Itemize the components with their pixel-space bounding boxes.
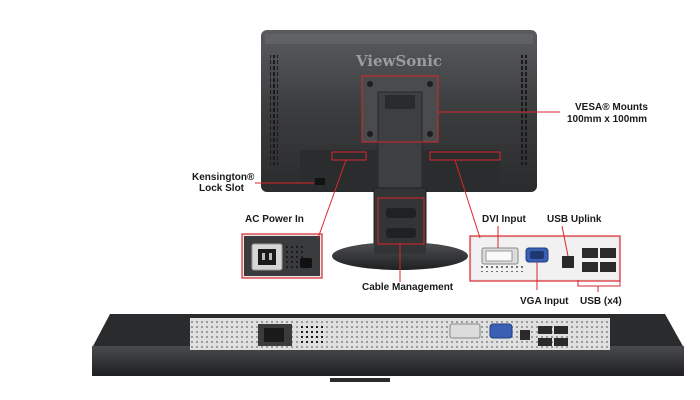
monitor-bottom-view [92, 314, 684, 382]
label-dvi: DVI Input [482, 214, 527, 225]
label-vesa-line1: VESA® Mounts [575, 102, 648, 113]
bottom-ac-socket [264, 328, 284, 342]
callout-lines [255, 75, 621, 292]
label-vesa-line2: 100mm x 100mm [567, 114, 647, 125]
bottom-usb-4 [554, 338, 568, 346]
ac-pin-1 [262, 253, 265, 260]
ac-pin-2 [269, 253, 272, 260]
bottom-bezel-front [92, 346, 684, 376]
ac-power-inset [241, 233, 323, 279]
vga-port-insert [530, 251, 544, 259]
usb-uplink-port [562, 256, 574, 268]
cable-clip-2 [386, 228, 416, 238]
monitor-top-edge [265, 34, 533, 44]
bottom-ac-vents [300, 324, 326, 346]
bottom-vga-port [489, 323, 513, 339]
label-ac-power: AC Power In [245, 214, 304, 225]
ac-callout-line [317, 159, 347, 239]
usb-x4-bracket [577, 280, 621, 287]
vesa-screw-tr [427, 81, 433, 87]
bottom-usb-1 [538, 326, 552, 334]
ac-callout-box [331, 151, 367, 161]
right-vent-grill [520, 55, 528, 165]
bottom-dvi-port [449, 323, 481, 339]
brand-logo: ViewSonic [355, 52, 442, 70]
vesa-callout-box [361, 75, 439, 143]
ports-callout-box [429, 151, 501, 161]
bottom-usb-uplink [520, 330, 530, 340]
bottom-foot-strip [330, 378, 390, 382]
bottom-usb-3 [538, 338, 552, 346]
bottom-usb-2 [554, 326, 568, 334]
cable-clip-1 [386, 208, 416, 218]
ports-inset [469, 235, 621, 282]
left-vent-grill [270, 55, 278, 165]
ports-callout-line [454, 159, 481, 239]
ac-socket [258, 249, 276, 265]
label-usb-x4: USB (x4) [580, 296, 622, 307]
label-vga: VGA Input [520, 296, 569, 307]
dvi-port-insert [485, 250, 513, 262]
dvi-vents [478, 264, 524, 272]
monitor-back: ViewSonic [261, 30, 537, 270]
vesa-screw-bl [367, 131, 373, 137]
lock-slot [315, 178, 325, 185]
usb-uplink-callout-line [561, 225, 569, 257]
vesa-screw-tl [367, 81, 373, 87]
stand-hinge [385, 95, 415, 109]
cable-callout-box [377, 197, 425, 245]
label-usb-uplink: USB Uplink [547, 214, 602, 225]
label-kensington-line1: Kensington® [192, 172, 255, 183]
usb-port-3 [582, 262, 598, 272]
ac-lock-slot [300, 258, 312, 268]
usb-port-1 [582, 248, 598, 258]
vesa-screw-br [427, 131, 433, 137]
usb-port-4 [600, 262, 616, 272]
label-kensington-line2: Lock Slot [199, 183, 245, 194]
usb-port-2 [600, 248, 616, 258]
label-cable-management: Cable Management [362, 282, 454, 293]
